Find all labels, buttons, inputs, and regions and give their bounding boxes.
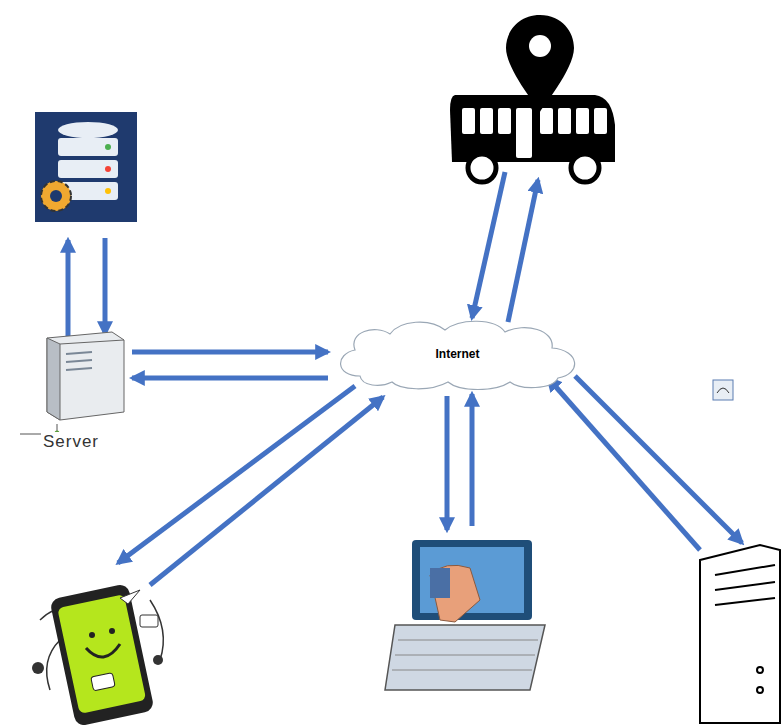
bus-icon bbox=[450, 15, 615, 182]
node-label: Server bbox=[41, 432, 101, 452]
internet-cloud: Internet bbox=[330, 318, 585, 390]
connector-arrow bbox=[132, 350, 328, 355]
small-icon bbox=[713, 380, 733, 400]
device-arrows bbox=[68, 172, 742, 585]
connector-arrow bbox=[132, 376, 328, 381]
laptop-icon bbox=[385, 540, 545, 690]
server-node: Server bbox=[12, 328, 130, 452]
cloud-label: Internet bbox=[435, 347, 479, 361]
database-icon bbox=[35, 112, 137, 222]
phone-icon bbox=[32, 583, 163, 725]
desktop-icon bbox=[700, 545, 780, 723]
